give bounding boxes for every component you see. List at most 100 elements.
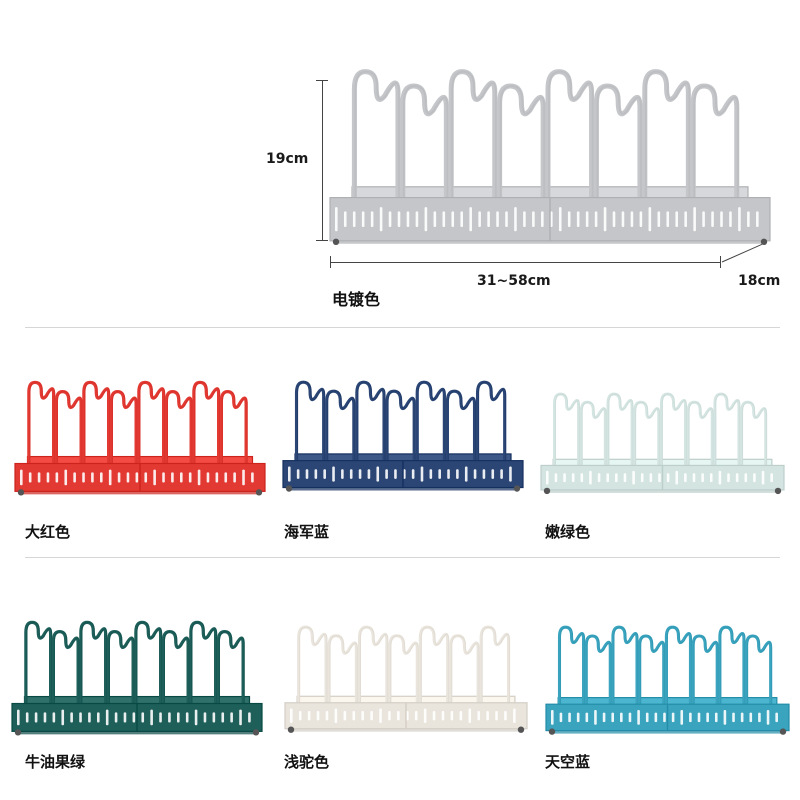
rack-slot [316,711,320,721]
rack-slot [747,211,750,227]
rack-slot [657,211,661,227]
rack-slot [105,709,109,726]
rack-slot [52,712,56,723]
rack-slot [478,211,481,227]
rack-rail [550,730,785,734]
rack-slot [215,472,219,483]
rack-slot [423,708,427,723]
rack-slot [123,712,127,723]
rack-divider-wire [327,634,358,705]
rack-divider-wire [400,83,449,201]
rack-divider-shade [387,390,416,461]
rack-slot [505,211,508,227]
rack-divider-shade [111,391,138,464]
rack-slot [379,708,382,723]
rack-slot [307,711,311,721]
rack-foot [548,728,556,735]
rack-divider-wire [659,392,687,467]
rack-slot [150,709,153,726]
rack-divider-shade [26,621,53,704]
divider-middle [25,557,780,558]
rack-slot [459,711,463,721]
rack-slot [709,473,713,483]
rack-divider-shade [481,626,511,703]
rack-slot [343,711,347,721]
rack-slot [141,712,145,723]
rack-slot [82,472,85,483]
rack-foot [252,729,260,736]
rack-foot [285,485,293,492]
rack-slot [495,711,498,721]
rack-slot [589,470,592,485]
rack-slot [632,470,635,485]
rack-slot [559,712,563,723]
rack-slot [88,712,91,723]
rack-slot [571,473,575,483]
rack-slot [97,712,100,723]
rack-slot [73,472,76,483]
rack-slot [546,470,549,485]
rack-slot [162,472,165,483]
width-tick-right [720,256,721,268]
rack-divider-shade [166,391,193,464]
rack-divider-shade [586,635,612,705]
rack-divider-shade [613,626,639,705]
rack-slot [212,712,216,723]
rack-slot [370,211,374,227]
rack-divider-wire [418,625,450,705]
rack-slot [180,472,183,483]
rack-slot [580,473,584,483]
rack-divider-shade [56,391,83,464]
rack-slot [727,473,730,483]
rack-slot [100,472,103,483]
rack-slot [325,711,329,721]
rack-slot [367,469,371,479]
rack-divider-wire [355,380,386,463]
rack-slot [361,211,365,227]
rack-slot [177,712,180,723]
rack-slot [523,211,526,227]
rack-slot [456,469,459,479]
rack-foot [543,487,551,495]
rack-drawing [11,620,263,736]
rack-slot [298,711,302,721]
rack-slot [429,469,433,479]
rack-slot [394,469,397,479]
rack-divider-shade [742,401,768,466]
rack-divider-wire [164,389,193,466]
rack-divider-wire [553,392,580,467]
rack-slot [290,708,293,723]
rack-slot [554,473,558,483]
rack-slot [433,211,437,227]
width-label: 31~58cm [477,273,551,289]
rack-divider-shade [163,631,190,704]
rack-slot [620,712,623,723]
rack-slot [288,466,291,482]
rack-slot [397,711,400,721]
rack-slot [504,711,507,721]
rack-slot [509,466,512,482]
rack-divider-wire [385,389,416,463]
rack-slot [761,470,765,485]
rack-slot [753,473,756,483]
rack-slot [702,211,705,227]
rack-slot [697,712,701,723]
variant-name: 海军蓝 [284,523,330,541]
rack-slot [441,711,445,721]
rack-foot [332,238,340,245]
rack-foot [779,728,787,735]
rack-slot [37,472,41,483]
rack-slot [185,712,189,723]
rack-divider-shade [417,381,446,461]
rack-divider-shade [447,390,477,461]
rack-slot [487,211,490,227]
rack-slot [666,211,670,227]
rack-divider-shade [693,85,739,198]
rack-slot [233,472,236,483]
rack-foot [760,238,768,245]
rack-divider-shade [29,381,56,464]
